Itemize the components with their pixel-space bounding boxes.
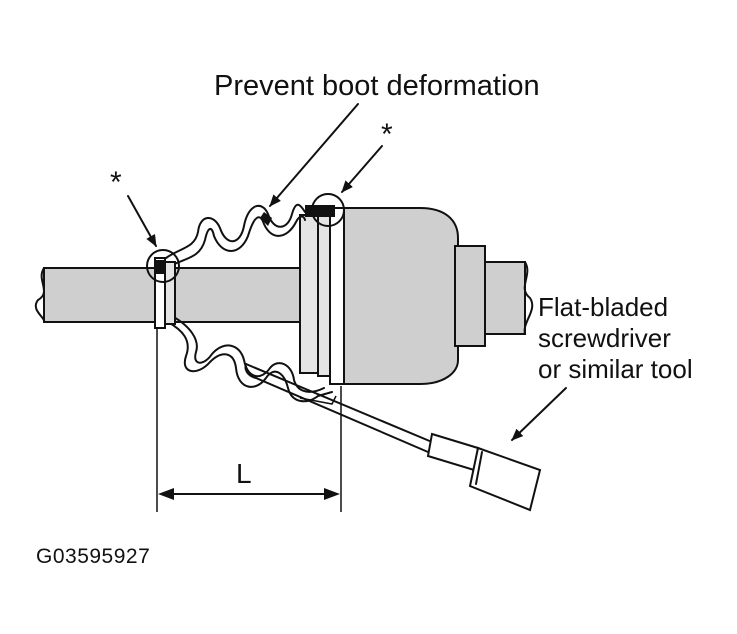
- label-tool-line3: or similar tool: [538, 354, 693, 384]
- leader-tool: [511, 387, 567, 441]
- detail-circle-right: [311, 193, 345, 227]
- label-tool-line2: screwdriver: [538, 323, 671, 353]
- label-star-left: *: [110, 166, 122, 199]
- boot-clamp-large: [299, 205, 345, 385]
- figure-code: G03595927: [36, 545, 151, 568]
- label-dimension-L: L: [236, 458, 252, 489]
- label-tool: Flat-bladed screwdriver or similar tool: [538, 292, 693, 385]
- boot-bellows: [165, 203, 337, 405]
- joint-housing: [339, 207, 486, 385]
- dimension-L: [156, 328, 342, 512]
- label-star-right: *: [381, 118, 393, 151]
- leader-star-left: [127, 195, 157, 247]
- boot-clamp-small: [154, 257, 176, 329]
- detail-circle-left: [146, 249, 180, 283]
- leader-star-right: [341, 145, 383, 193]
- label-prevent-boot-deformation: Prevent boot deformation: [214, 70, 540, 102]
- label-tool-line1: Flat-bladed: [538, 292, 669, 322]
- screwdriver: [244, 363, 542, 512]
- leader-prevent-deformation: [269, 103, 359, 207]
